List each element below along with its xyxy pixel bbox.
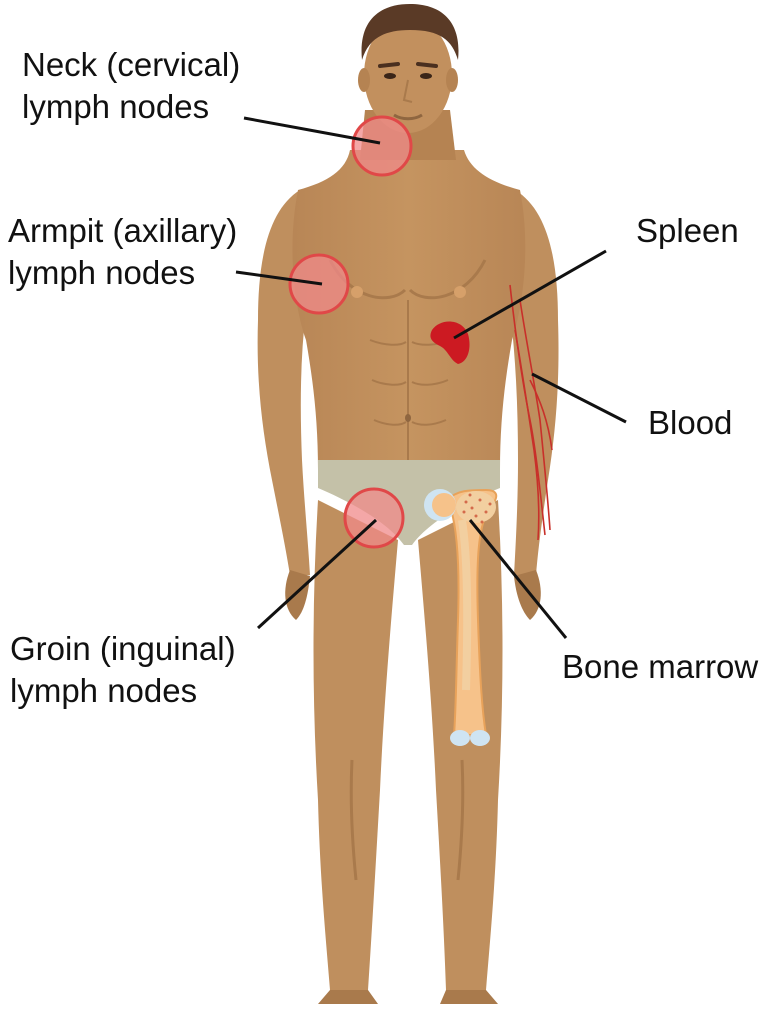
neck-label-line1: Neck (cervical): [22, 44, 240, 86]
blood-label-text: Blood: [648, 402, 732, 444]
bone-marrow-label: Bone marrow: [562, 646, 758, 688]
groin-lymph-node-marker: [345, 489, 403, 547]
spleen-label: Spleen: [636, 210, 739, 252]
armpit-label-line2: lymph nodes: [8, 252, 237, 294]
spleen-label-text: Spleen: [636, 210, 739, 252]
blood-label: Blood: [648, 402, 732, 444]
bone-marrow-label-text: Bone marrow: [562, 646, 758, 688]
neck-lymph-node-marker: [353, 117, 411, 175]
neck-lymph-nodes-label: Neck (cervical) lymph nodes: [22, 44, 240, 128]
armpit-lymph-nodes-label: Armpit (axillary) lymph nodes: [8, 210, 237, 294]
groin-label-line2: lymph nodes: [10, 670, 236, 712]
neck-label-line2: lymph nodes: [22, 86, 240, 128]
groin-lymph-nodes-label: Groin (inguinal) lymph nodes: [10, 628, 236, 712]
groin-label-line1: Groin (inguinal): [10, 628, 236, 670]
armpit-label-line1: Armpit (axillary): [8, 210, 237, 252]
